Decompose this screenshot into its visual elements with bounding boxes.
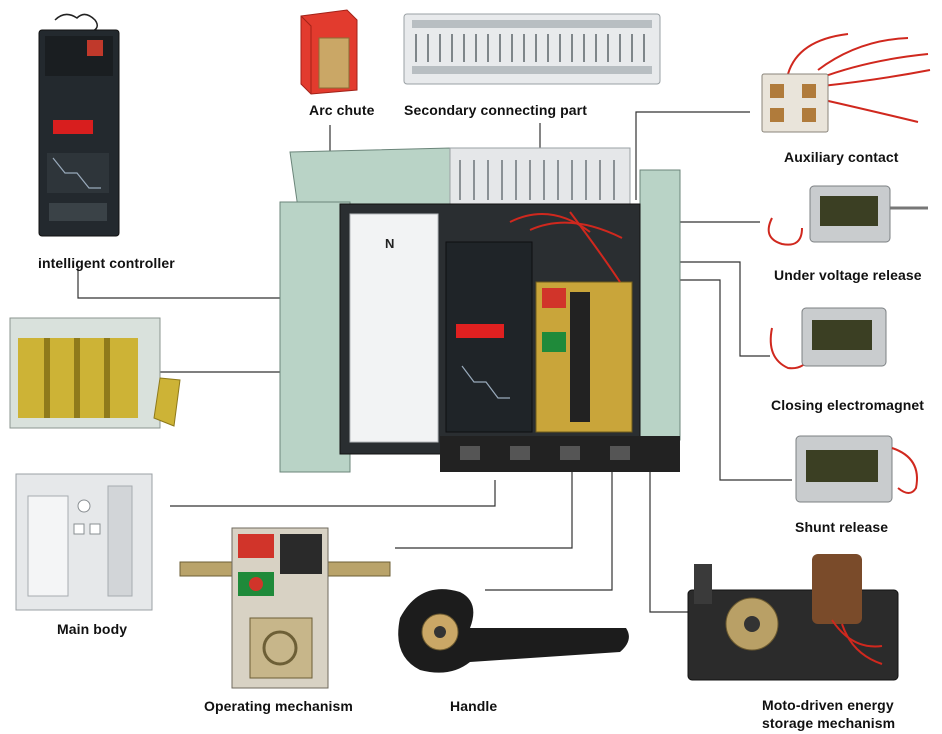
- label-shunt-release: Shunt release: [795, 519, 889, 535]
- label-operating-mechanism: Operating mechanism: [204, 698, 353, 714]
- switch-frame-image: [9, 317, 181, 429]
- moto-driven-image: [687, 554, 899, 681]
- under-voltage-release-image: [767, 185, 928, 246]
- label-secondary-connecting-part: Secondary connecting part: [404, 102, 587, 118]
- leader-closing-electromagnet: [645, 261, 770, 357]
- secondary-connecting-image: [403, 13, 661, 85]
- label-main-body: Main body: [57, 621, 128, 637]
- label-moto-driven-line2: storage mechanism: [762, 715, 896, 731]
- arc-chute-image: [300, 9, 358, 95]
- closing-electromagnet-image: [769, 307, 887, 370]
- leader-shunt-release: [660, 279, 792, 481]
- leader-auxiliary-contact: [635, 111, 750, 200]
- label-handle: Handle: [450, 698, 498, 714]
- label-moto-driven-line1: Moto-driven energy: [762, 697, 894, 713]
- shunt-release-image: [795, 435, 918, 503]
- main-body-image: [15, 473, 153, 611]
- label-auxiliary-contact: Auxiliary contact: [784, 149, 899, 165]
- operating-mechanism-image: [179, 527, 391, 689]
- label-closing-electromagnet: Closing electromagnet: [771, 397, 925, 413]
- intelligent-controller-image: [38, 13, 120, 237]
- label-intelligent-controller: intelligent controller: [38, 255, 175, 271]
- leader-operating-mechanism: [395, 470, 573, 549]
- leader-moto-driven: [649, 470, 690, 613]
- handle-image: [398, 589, 629, 673]
- leader-main-body: [170, 480, 496, 507]
- label-under-voltage-release: Under voltage release: [774, 267, 922, 283]
- label-arc-chute: Arc chute: [309, 102, 375, 118]
- circuit-breaker-image: [279, 147, 681, 473]
- breaker-marking: N: [385, 236, 395, 251]
- auxiliary-contact-image: [761, 33, 931, 133]
- leader-handle: [485, 470, 613, 591]
